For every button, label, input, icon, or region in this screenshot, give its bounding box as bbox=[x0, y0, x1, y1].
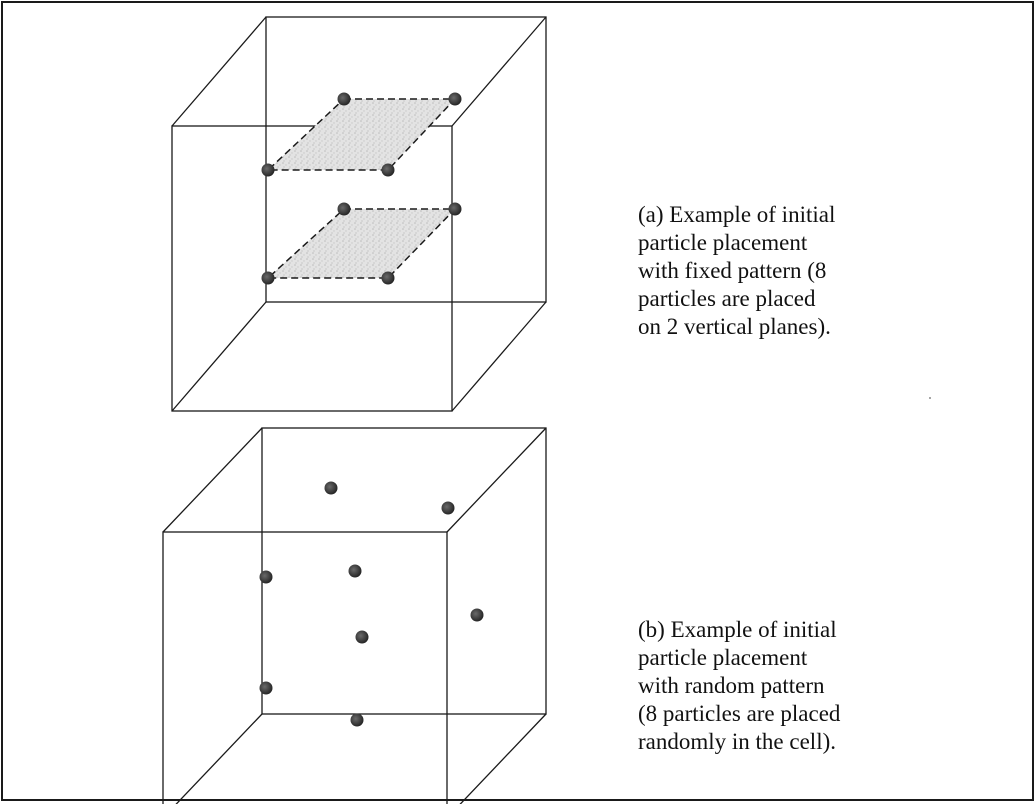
particle bbox=[350, 713, 364, 727]
caption-fixed-pattern: (a) Example of initial particle placemen… bbox=[638, 202, 836, 339]
caption-random-pattern: (b) Example of initial particle placemen… bbox=[638, 617, 841, 754]
cube-a bbox=[171, 16, 547, 412]
cube-b-edge-tl bbox=[162, 427, 263, 533]
particle bbox=[337, 92, 351, 106]
cube-a-edge-tr bbox=[451, 16, 547, 127]
stray-mark bbox=[929, 397, 931, 399]
particle bbox=[355, 630, 369, 644]
particle bbox=[261, 271, 275, 285]
cube-b-back-face bbox=[261, 427, 547, 715]
particles-b bbox=[259, 481, 484, 727]
particle bbox=[448, 202, 462, 216]
cube-b bbox=[162, 427, 547, 804]
cube-b-edge-bl bbox=[175, 713, 263, 804]
plane-a-lower bbox=[261, 202, 462, 285]
particle bbox=[348, 564, 362, 578]
cube-a-edge-tl bbox=[171, 16, 267, 127]
cube-b-edge-tr bbox=[446, 427, 547, 533]
particle bbox=[259, 681, 273, 695]
particle bbox=[337, 202, 351, 216]
particle bbox=[259, 570, 273, 584]
particle bbox=[441, 501, 455, 515]
cube-a-edge-bl bbox=[171, 301, 267, 412]
cube-a-front-face bbox=[171, 125, 453, 412]
cube-a-edge-br bbox=[451, 301, 547, 412]
particle bbox=[381, 271, 395, 285]
particle bbox=[470, 608, 484, 622]
particle bbox=[381, 163, 395, 177]
particle bbox=[324, 481, 338, 495]
particle bbox=[261, 163, 275, 177]
particle bbox=[448, 92, 462, 106]
cube-b-edge-br bbox=[459, 713, 547, 804]
cube-b-front-face bbox=[162, 531, 448, 804]
plane-a-upper bbox=[261, 92, 462, 177]
cube-a-back-face bbox=[265, 16, 547, 303]
